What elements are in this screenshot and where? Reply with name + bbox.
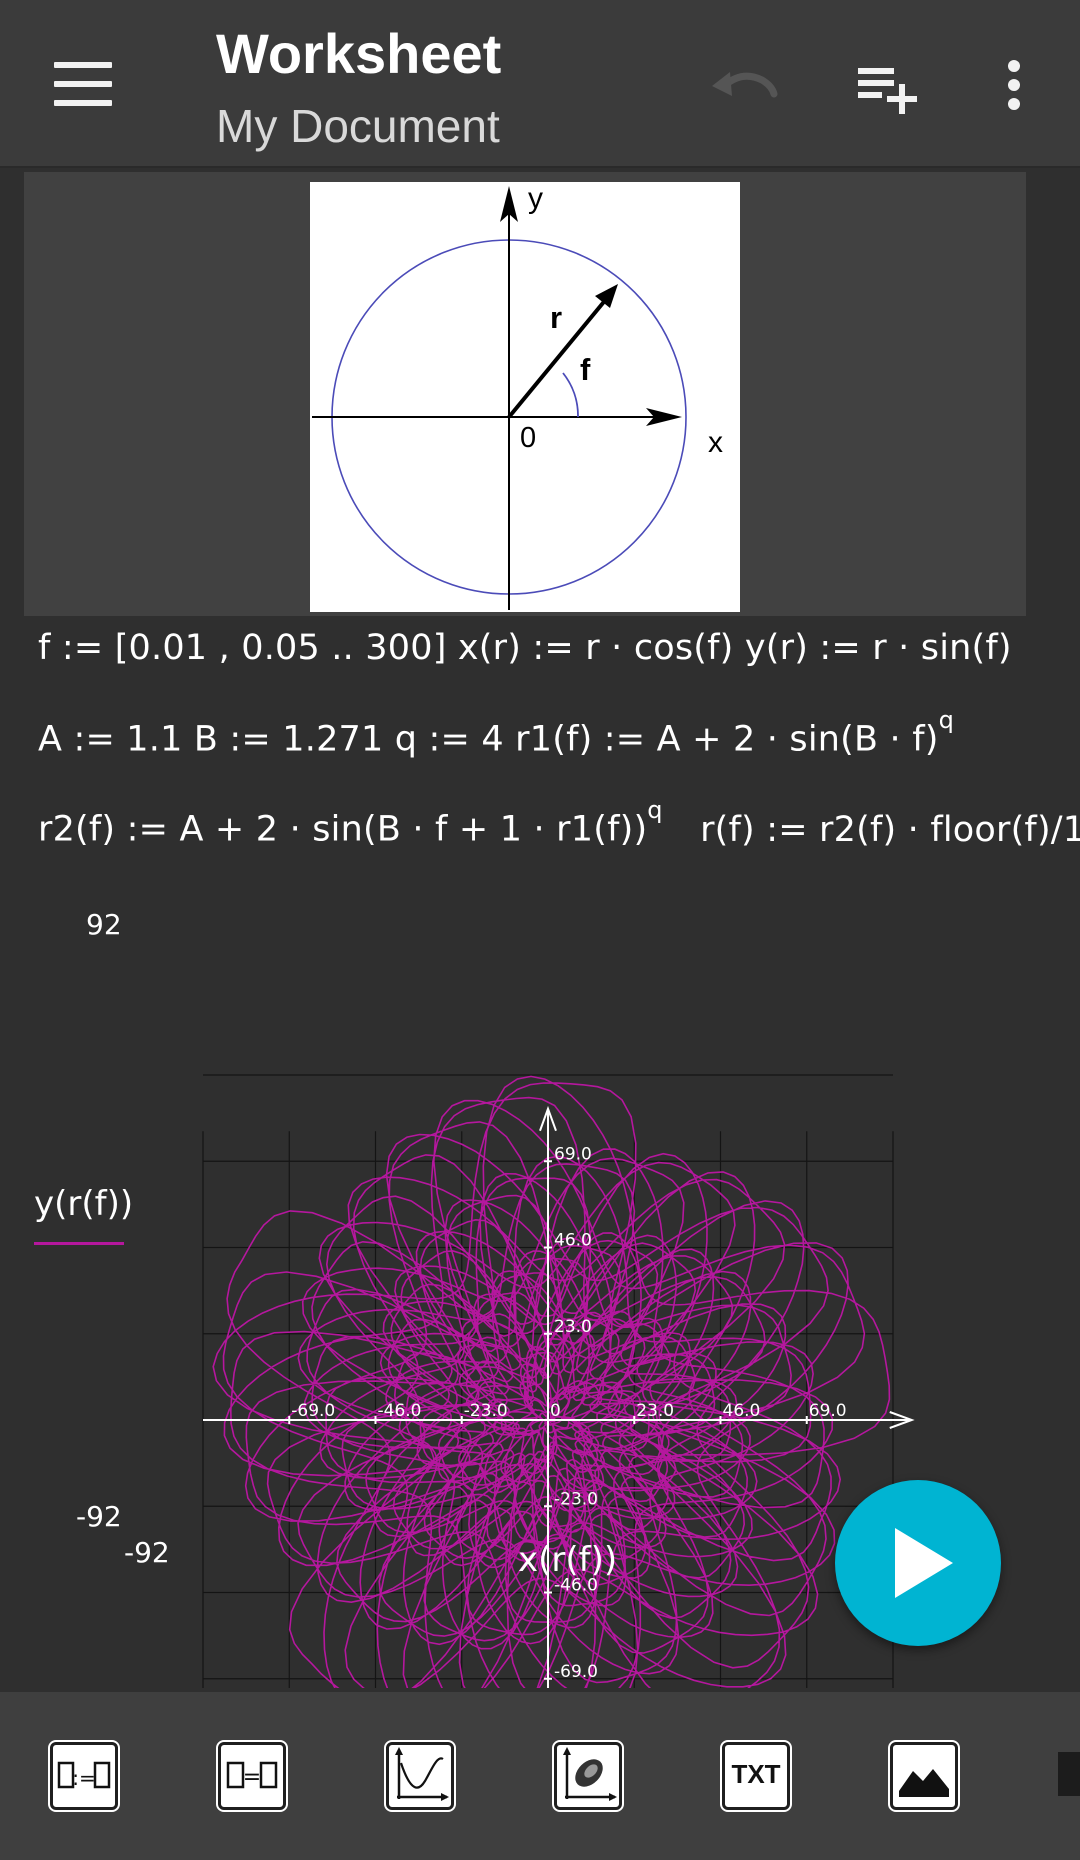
x-tick-label: 69.0 bbox=[809, 1401, 847, 1421]
formula-line-1[interactable]: f := [0.01 , 0.05 .. 300] x(r) := r · co… bbox=[38, 628, 1012, 668]
exponent-q: q bbox=[938, 706, 955, 734]
polar-coordinates-image: y x r f 0 bbox=[310, 182, 740, 612]
x-axis-title[interactable]: x(r(f)) bbox=[518, 1540, 618, 1580]
x-min-label: -92 bbox=[124, 1536, 170, 1569]
y-axis-title[interactable]: y(r(f)) bbox=[34, 1184, 134, 1224]
plot-3d-button[interactable] bbox=[554, 1742, 622, 1810]
x-tick-label: 46.0 bbox=[723, 1401, 761, 1421]
image-button[interactable] bbox=[890, 1742, 958, 1810]
y-tick-label: -69.0 bbox=[554, 1662, 598, 1682]
y-min-label: -92 bbox=[76, 1500, 122, 1533]
polar-plot: -69.0 -46.0 -23.0 0 23.0 46.0 69.0 69.0 46.0 23.0… bbox=[202, 1074, 915, 1688]
y-tick-label: -23.0 bbox=[554, 1489, 598, 1509]
play-icon bbox=[895, 1528, 953, 1598]
insert-toolbar: := = TXT bbox=[0, 1692, 1080, 1860]
x-tick-label: -46.0 bbox=[378, 1401, 422, 1421]
legend-line bbox=[34, 1242, 124, 1245]
y-max-label: 92 bbox=[86, 908, 122, 941]
more-vert-icon[interactable] bbox=[1000, 60, 1028, 112]
image-icon bbox=[899, 1769, 949, 1797]
y-tick-label: 46.0 bbox=[554, 1231, 592, 1251]
x-axis-arrow bbox=[889, 1411, 915, 1429]
y-tick-label: 23.0 bbox=[554, 1317, 592, 1337]
formula-line-3-r: r(f) := r2(f) · floor(f)/10 bbox=[700, 809, 1080, 850]
y-axis-label: y bbox=[528, 182, 543, 215]
formula-line-2[interactable]: A := 1.1 B := 1.271 q := 4 r1(f) := A + … bbox=[38, 706, 954, 760]
formula-line-3-r2: r2(f) := A + 2 · sin(B · f + 1 · r1(f)) bbox=[38, 809, 648, 850]
x-tick-label: 0 bbox=[550, 1401, 561, 1421]
origin-label: 0 bbox=[520, 422, 537, 454]
menu-icon[interactable] bbox=[54, 62, 112, 106]
svg-text:=: = bbox=[243, 1765, 261, 1790]
plot-region[interactable]: -69.0 -46.0 -23.0 0 23.0 46.0 69.0 69.0 46.0 23.0… bbox=[0, 868, 1080, 1688]
x-tick-label: -69.0 bbox=[291, 1401, 335, 1421]
y-tick-label: -46.0 bbox=[554, 1576, 598, 1596]
worksheet-content[interactable]: y x r f 0 f := [0.01 , 0.05 .. 300] x(r)… bbox=[0, 168, 1080, 1692]
formula-line-3[interactable]: r2(f) := A + 2 · sin(B · f + 1 · r1(f))q… bbox=[38, 796, 1080, 850]
image-region[interactable]: y x r f 0 bbox=[24, 172, 1026, 616]
formula-line-2-text: A := 1.1 B := 1.271 q := 4 r1(f) := A + … bbox=[38, 719, 939, 760]
plot-2d-button[interactable] bbox=[386, 1742, 454, 1810]
angle-label: f bbox=[580, 352, 591, 387]
x-tick-label: 23.0 bbox=[636, 1401, 674, 1421]
evaluate-button[interactable]: = bbox=[218, 1742, 286, 1810]
radius-label: r bbox=[550, 300, 563, 335]
plot-2d-icon bbox=[395, 1747, 449, 1801]
document-name: My Document bbox=[216, 100, 500, 152]
text-button-label: TXT bbox=[731, 1759, 781, 1789]
exponent-q-r2: q bbox=[647, 796, 663, 824]
toolbar-overflow-indicator bbox=[1058, 1752, 1080, 1796]
undo-icon[interactable] bbox=[706, 60, 778, 106]
define-variable-button[interactable]: := bbox=[50, 1742, 118, 1810]
y-tick-label: 69.0 bbox=[554, 1144, 592, 1164]
playlist-add-icon[interactable] bbox=[856, 64, 920, 116]
x-axis-label: x bbox=[708, 426, 723, 459]
x-tick-label: -23.0 bbox=[464, 1401, 508, 1421]
app-bar: Worksheet My Document bbox=[0, 0, 1080, 168]
plot-3d-icon bbox=[563, 1747, 617, 1801]
plot-curve bbox=[212, 1075, 891, 1688]
y-axis-arrow bbox=[539, 1105, 557, 1132]
text-button[interactable]: TXT bbox=[722, 1742, 790, 1810]
run-button[interactable] bbox=[835, 1480, 1001, 1646]
svg-text::=: := bbox=[72, 1766, 96, 1790]
page-title: Worksheet bbox=[216, 22, 502, 85]
